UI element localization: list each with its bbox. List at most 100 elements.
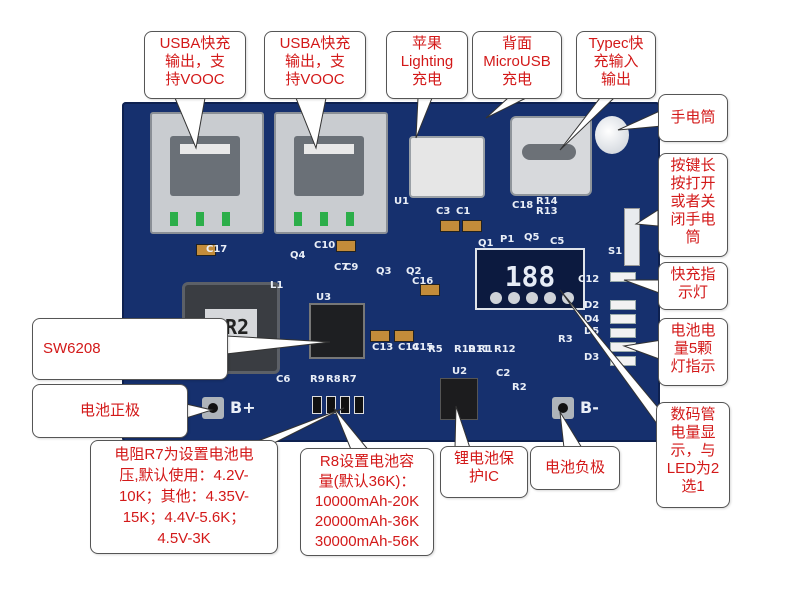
callout-button: 按键长 按打开 或者关 闭手电 筒	[658, 153, 728, 257]
silk-ref: D2	[584, 300, 600, 311]
battery-negative-pad	[552, 397, 574, 419]
callout-line: 按打开	[670, 175, 716, 192]
capacitor	[440, 220, 460, 232]
callout-r7-voltage: 电阻R7为设置电池电 压,默认使用：4.2V- 10K；其他：4.35V- 15…	[90, 440, 278, 554]
silk-ref: C1	[456, 206, 471, 217]
silk-ref: Q5	[524, 232, 540, 243]
callout-battery-leds: 电池电 量5颗 灯指示	[658, 318, 728, 386]
silk-ref: C6	[276, 374, 291, 385]
callout-line: R8设置电池容	[319, 453, 415, 470]
callout-battery-negative: 电池负极	[530, 446, 620, 490]
silk-ref: C18	[512, 200, 534, 211]
silk-ref: R12	[494, 344, 516, 355]
callout-line: SW6208	[43, 340, 101, 357]
silk-ref: C2	[496, 368, 511, 379]
callout-line: 10000mAh-20K	[314, 493, 420, 510]
silk-ref: C3	[436, 206, 451, 217]
silk-ref: Q4	[290, 250, 306, 261]
leader-lightning	[415, 97, 433, 139]
silk-ref: D4	[584, 314, 600, 325]
silk-ref: R13	[536, 206, 558, 217]
callout-line: USBA快充	[159, 35, 231, 52]
callout-line: 电量显	[670, 424, 716, 441]
silk-ref: R3	[558, 334, 573, 345]
callout-line: 持VOOC	[165, 71, 225, 88]
callout-line: 4.5V-3K	[157, 530, 211, 547]
callout-line: 20000mAh-36K	[314, 513, 420, 530]
battery-led-3	[610, 328, 636, 338]
callout-line: 苹果	[411, 35, 442, 52]
callout-usba-fast-charge-1: USBA快充 输出，支 持VOOC	[144, 31, 246, 99]
capacitor	[462, 220, 482, 232]
callout-line: 背面	[501, 35, 532, 52]
silk-ref: C9	[344, 262, 359, 273]
silk-ref: C16	[412, 276, 434, 287]
silk-ref: S1	[608, 246, 623, 257]
callout-line: 选1	[681, 478, 705, 495]
silk-b-minus: B-	[580, 398, 599, 417]
usb-a-port-1	[150, 112, 264, 234]
callout-line: 持VOOC	[285, 71, 345, 88]
callout-line: 15K；4.4V-5.6K；	[122, 509, 246, 526]
leader-r7	[249, 407, 345, 445]
callout-line: 按键长	[670, 157, 716, 174]
silk-ref: R10	[454, 344, 476, 355]
callout-line: 量5颗	[673, 340, 713, 357]
callout-line: 压,默认使用：4.2V-	[119, 467, 249, 484]
callout-lightning-charge: 苹果 Lighting 充电	[386, 31, 468, 99]
silk-ref: C7	[334, 262, 349, 273]
callout-line: 闭手电	[670, 211, 716, 228]
silk-ref: C13	[372, 342, 394, 353]
callout-line: 数码管	[670, 406, 716, 423]
sw6208-chip	[309, 303, 365, 359]
callout-line: 输出	[600, 71, 631, 88]
resistor-r7	[340, 396, 350, 414]
silk-ref: C15	[412, 342, 434, 353]
callout-line: 电池电	[670, 322, 716, 339]
callout-usba-fast-charge-2: USBA快充 输出，支 持VOOC	[264, 31, 366, 99]
fast-charge-led	[610, 272, 636, 282]
capacitor	[196, 244, 216, 256]
callout-line: 或者关	[670, 193, 716, 210]
callout-flashlight: 手电筒	[658, 94, 728, 142]
leader-protect	[454, 405, 471, 449]
callout-line: 10K；其他：4.35V-	[118, 488, 250, 505]
callout-line: USBA快充	[279, 35, 351, 52]
silk-ref: R2	[512, 382, 527, 393]
usb-a-port-2	[274, 112, 388, 234]
silk-ref: Q1	[478, 238, 494, 249]
callout-line: 充电	[501, 71, 532, 88]
callout-line: MicroUSB	[483, 53, 551, 70]
flashlight-led	[595, 116, 629, 154]
silk-ref: U1	[394, 196, 410, 207]
silk-ref: R5	[428, 344, 443, 355]
battery-led-1	[610, 300, 636, 310]
callout-battery-positive: 电池正极	[32, 384, 188, 438]
leader-typec	[559, 97, 616, 151]
leader-microusb	[485, 97, 527, 119]
silk-ref: C5	[550, 236, 565, 247]
callout-line: Lighting	[400, 53, 454, 70]
callout-fast-charge-led: 快充指 示灯	[658, 262, 728, 310]
battery-led-2	[610, 314, 636, 324]
silk-ref: R11	[468, 344, 490, 355]
leader-flashlight	[617, 109, 663, 131]
callout-line: 筒	[685, 229, 701, 246]
silk-ref: R9	[310, 374, 325, 385]
capacitor	[336, 240, 356, 252]
silk-b-plus: B+	[230, 398, 256, 417]
silk-ref: D3	[584, 352, 600, 363]
silk-ref: R1	[478, 344, 493, 355]
leader-button	[634, 209, 659, 227]
silk-ref: R14	[536, 196, 558, 207]
capacitor	[420, 284, 440, 296]
silk-ref: C14	[398, 342, 420, 353]
leader-usba1	[174, 97, 206, 150]
callout-segment-display: 数码管 电量显 示，与 LED为2 选1	[656, 402, 730, 508]
leader-battery-pos	[185, 403, 214, 419]
leader-usba2	[295, 97, 327, 150]
callout-protection-ic: 锂电池保 护IC	[440, 446, 528, 498]
callout-line: Typec快	[588, 35, 644, 52]
resistor-r9	[312, 396, 322, 414]
callout-line: 输出，支	[164, 53, 225, 70]
